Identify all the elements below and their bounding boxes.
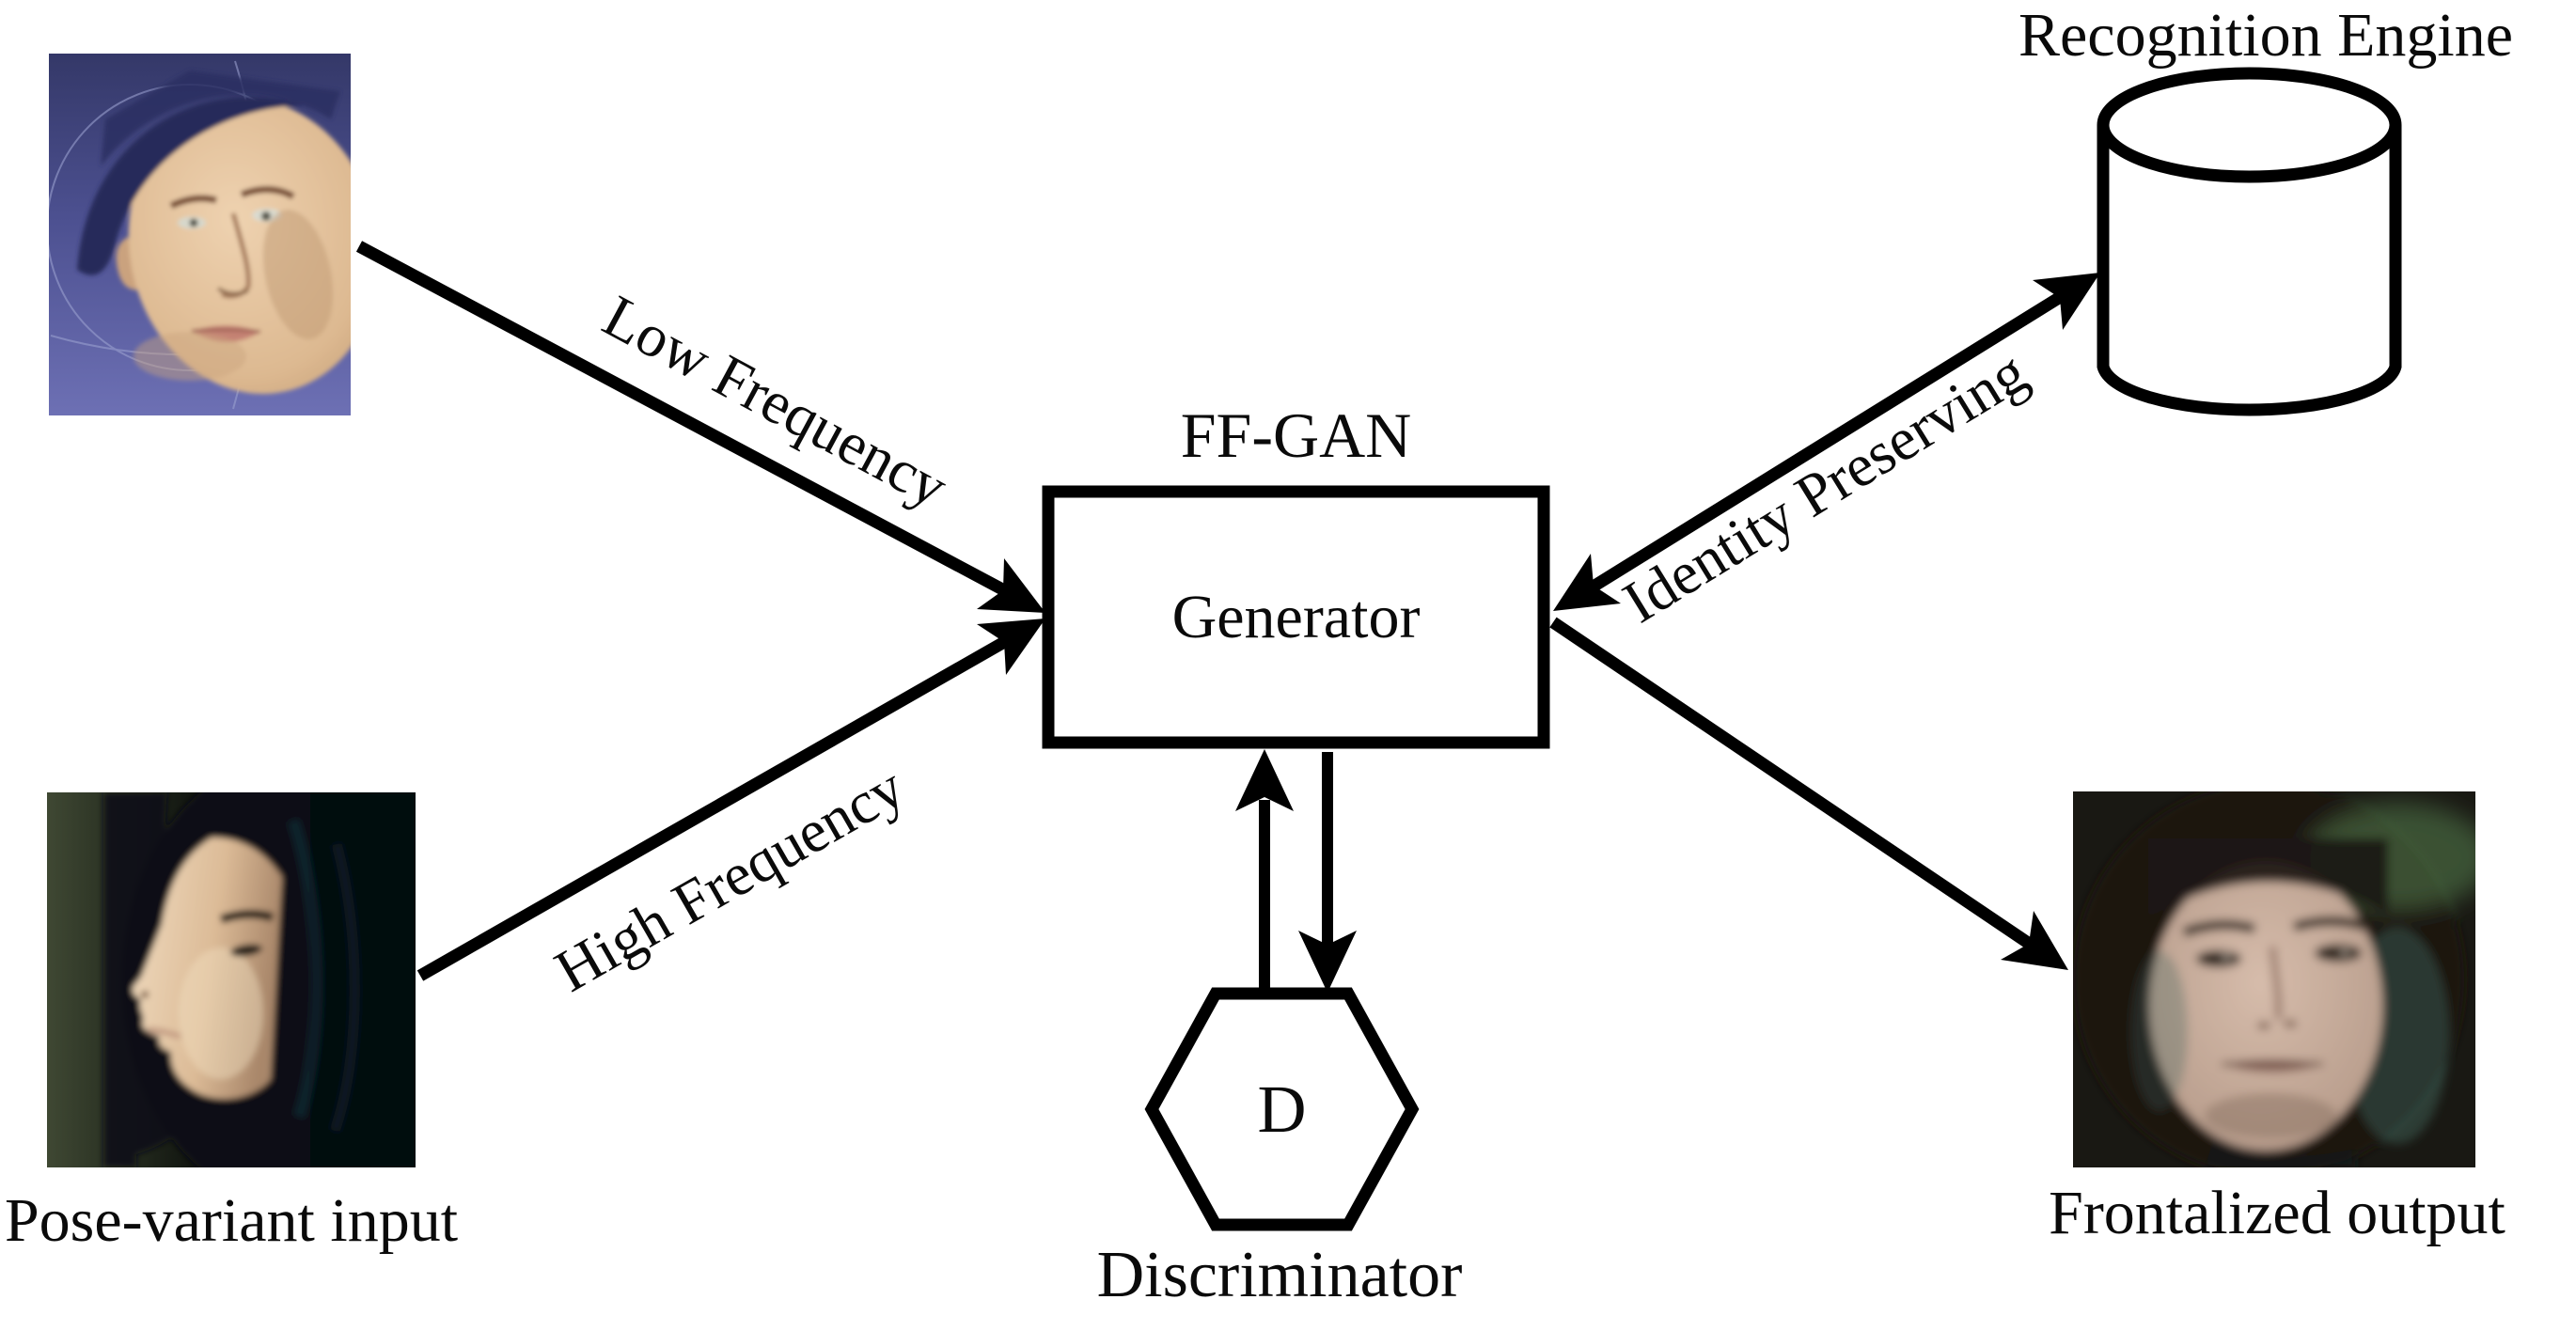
discriminator-hexagon bbox=[1144, 987, 1420, 1231]
low-frequency-arrow bbox=[355, 241, 1045, 613]
identity-preserving-arrow bbox=[1553, 273, 2100, 611]
discriminator-label: Discriminator bbox=[1096, 1239, 1463, 1311]
discriminator-symbol: D bbox=[1257, 1071, 1307, 1147]
ffgan-title: FF-GAN bbox=[1180, 399, 1412, 471]
pose-3d-model-image bbox=[49, 54, 351, 415]
frontalized-output-label: Frontalized output bbox=[2049, 1179, 2505, 1247]
generator-to-discriminator-arrow bbox=[1298, 752, 1357, 993]
generator-box bbox=[1042, 485, 1550, 749]
recognition-engine-cylinder bbox=[2097, 67, 2402, 416]
pose-variant-input-label: Pose-variant input bbox=[4, 1186, 459, 1255]
output-arrow bbox=[1549, 617, 2068, 970]
pose-variant-input-image bbox=[47, 792, 416, 1167]
discriminator-to-generator-arrow bbox=[1235, 749, 1294, 993]
high-frequency-arrow bbox=[416, 619, 1045, 981]
generator-label: Generator bbox=[1171, 582, 1421, 651]
frontalized-output-image bbox=[2073, 791, 2475, 1167]
recognition-engine-label: Recognition Engine bbox=[2018, 1, 2514, 70]
